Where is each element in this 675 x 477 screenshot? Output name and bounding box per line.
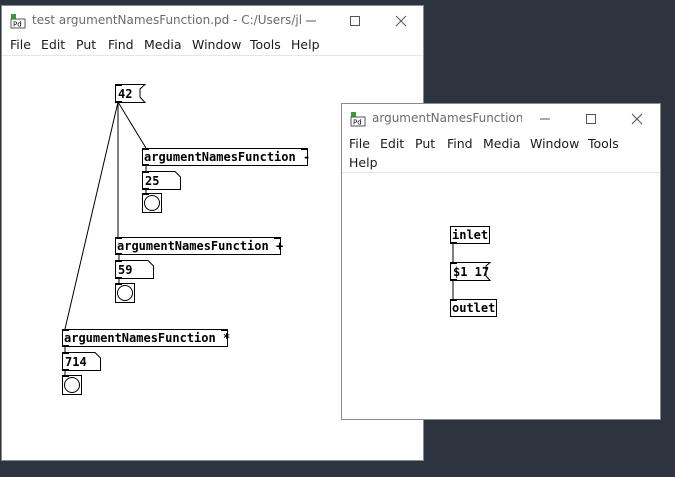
object-argumentNamesFunction-plus[interactable]: argumentNamesFunction +: [115, 237, 284, 255]
close-button[interactable]: [378, 6, 424, 36]
svg-text:Pd: Pd: [13, 21, 22, 29]
inlet-port: [115, 237, 122, 239]
maximize-icon: [350, 16, 360, 26]
menu-tools[interactable]: Tools: [250, 37, 281, 52]
maximize-icon: [586, 114, 596, 124]
message-box-dollar1-17-label: $1 17: [453, 265, 489, 279]
menu-find[interactable]: Find: [108, 37, 134, 52]
object-argumentNamesFunction-times[interactable]: argumentNamesFunction *: [62, 329, 231, 347]
close-button[interactable]: [614, 104, 660, 134]
pd-icon: Pd: [350, 112, 366, 127]
menu-put[interactable]: Put: [76, 37, 97, 52]
menu-put[interactable]: Put: [415, 136, 436, 151]
menu-file[interactable]: File: [10, 37, 31, 52]
inlet-port: [62, 329, 69, 331]
inlet-port-right: [221, 329, 228, 331]
inlet-port: [142, 148, 149, 150]
menu-window[interactable]: Window: [192, 37, 242, 52]
menu-tools[interactable]: Tools: [588, 136, 619, 151]
object-argumentNamesFunction-minus[interactable]: argumentNamesFunction -: [142, 148, 311, 166]
menu-find[interactable]: Find: [447, 136, 473, 151]
outlet-port: [450, 242, 457, 244]
object-inlet[interactable]: inlet: [450, 226, 491, 244]
bang-circle-icon: [64, 377, 80, 393]
menu-window[interactable]: Window: [530, 136, 580, 151]
minimize-button[interactable]: [522, 104, 568, 134]
minimize-icon: [306, 20, 316, 22]
main-menubar: File Edit Put Find Media Window Tools He…: [2, 36, 423, 56]
menu-media[interactable]: Media: [483, 136, 521, 151]
close-icon: [631, 113, 643, 125]
object-outlet-label: outlet: [452, 301, 496, 315]
main-window-title: test argumentNamesFunction.pd - C:/Users…: [32, 13, 302, 27]
menu-media[interactable]: Media: [144, 37, 182, 52]
pd-icon: Pd: [10, 14, 26, 29]
inlet-port-right: [274, 237, 281, 239]
object-plus-label: argumentNamesFunction +: [117, 239, 284, 253]
sub-menubar: File Edit Put Find Media Window Tools He…: [342, 134, 660, 173]
bang-times[interactable]: [62, 375, 82, 395]
message-box-dollar1-17[interactable]: $1 17: [450, 262, 492, 281]
maximize-button[interactable]: [568, 104, 614, 134]
outlet-port: [115, 253, 122, 255]
inlet-port: [142, 193, 149, 195]
bang-minus[interactable]: [142, 193, 162, 213]
maximize-button[interactable]: [332, 6, 378, 36]
inlet-port: [62, 375, 69, 377]
number-box-59[interactable]: 59: [115, 260, 155, 279]
svg-text:Pd: Pd: [353, 119, 362, 127]
number-box-59-value: 59: [118, 263, 132, 277]
subpatch-canvas[interactable]: inlet $1 17 outlet: [342, 173, 660, 419]
bang-circle-icon: [144, 195, 160, 211]
bang-plus[interactable]: [115, 283, 135, 303]
message-box-42[interactable]: 42: [115, 84, 147, 103]
menu-file[interactable]: File: [349, 136, 370, 151]
number-box-25[interactable]: 25: [142, 171, 182, 190]
inlet-port: [450, 299, 457, 301]
menu-edit[interactable]: Edit: [41, 37, 66, 52]
inlet-port: [115, 283, 122, 285]
object-times-label: argumentNamesFunction *: [64, 331, 231, 345]
number-box-714[interactable]: 714: [62, 352, 102, 371]
object-inlet-label: inlet: [452, 228, 489, 242]
bang-circle-icon: [117, 285, 133, 301]
minimize-icon: [540, 118, 550, 120]
cord-42-to-minus: [117, 101, 147, 149]
outlet-port: [62, 345, 69, 347]
object-minus-label: argumentNamesFunction -: [144, 150, 311, 164]
outlet-port: [142, 164, 149, 166]
inlet-port-right: [301, 148, 308, 150]
menu-help[interactable]: Help: [291, 37, 320, 52]
number-box-25-value: 25: [145, 174, 159, 188]
main-titlebar[interactable]: Pd test argumentNamesFunction.pd - C:/Us…: [2, 6, 423, 36]
patch-cords: [452, 244, 454, 299]
minimize-button[interactable]: [288, 6, 334, 36]
object-outlet[interactable]: outlet: [450, 299, 498, 317]
sub-titlebar[interactable]: Pd argumentNamesFunction....: [342, 104, 660, 134]
subpatch-window: Pd argumentNamesFunction.... File Edit P…: [341, 103, 661, 420]
close-icon: [395, 15, 407, 27]
sub-window-title: argumentNamesFunction....: [372, 111, 522, 125]
cord-42-to-times: [64, 101, 119, 330]
menu-edit[interactable]: Edit: [380, 136, 405, 151]
message-box-42-label: 42: [118, 87, 132, 101]
menu-help[interactable]: Help: [349, 155, 378, 170]
number-box-714-value: 714: [65, 355, 87, 369]
